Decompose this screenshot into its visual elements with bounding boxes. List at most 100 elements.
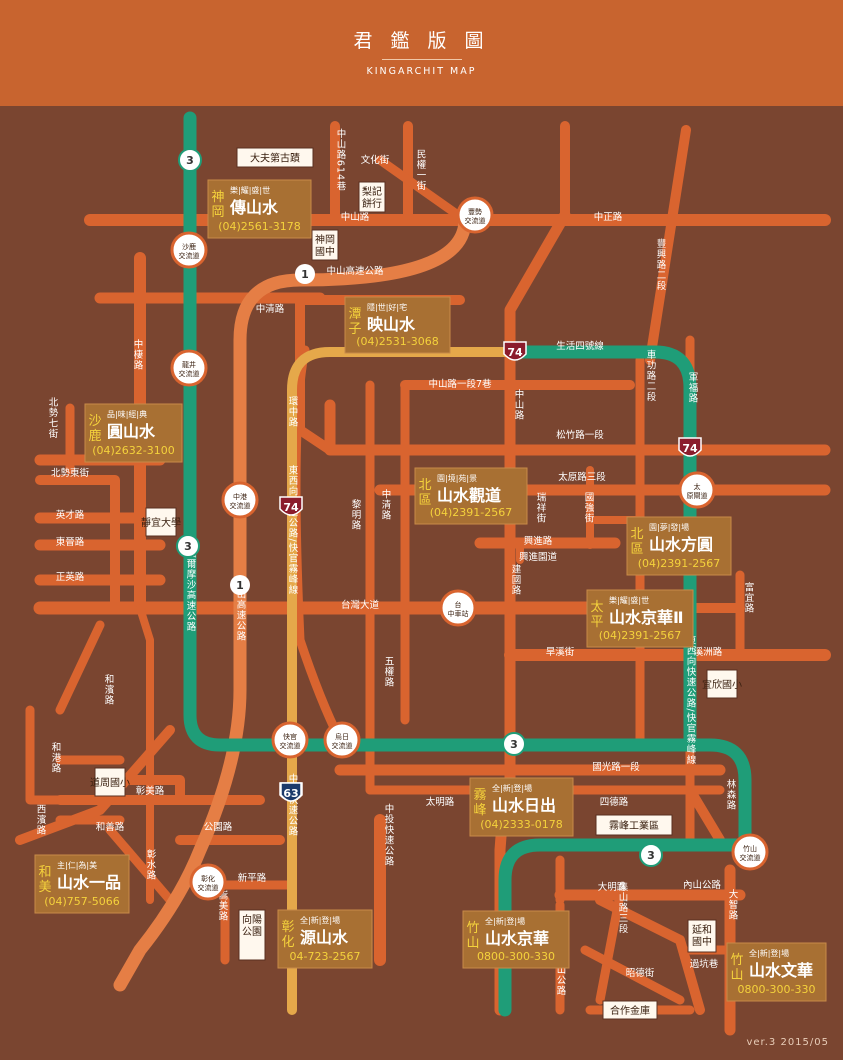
landmark-label: 靜宜大學 [141,516,181,529]
highway-shield [280,782,302,802]
listing-area: 竹 [466,921,479,936]
listing-area: 霧 [473,788,486,803]
listing-area: 竹 [730,953,743,968]
listing-phone: (04)2391-2567 [430,506,513,519]
route-badge: 74 [503,341,527,361]
route-badge: 3 [176,534,200,558]
road-segment [504,209,571,366]
route-badge: 3 [502,732,526,756]
landmark-label: 延和 [692,924,712,936]
road-label: 大智路 [727,889,739,921]
listing-tag: 隱|世|好|宅 [367,302,407,312]
landmark: 合作金庫 [602,1000,658,1020]
road-label: 中山高速公路 [235,578,247,642]
road-label: 文化街 [361,154,390,166]
road-label: 旱溪街 [546,646,575,658]
listing-area: 沙 [88,414,101,429]
landmark-box [706,669,738,699]
landmark-label: 國中 [315,245,335,258]
interchange: 台中車站 [439,589,477,627]
road-label: 新平路 [238,872,267,884]
listing-area: 山 [466,936,479,951]
listing-tag: 園|境|苑|景 [437,473,477,483]
listing-area: 區 [630,542,643,557]
route-number: 74 [507,346,523,359]
road-segment [113,213,472,992]
highway-74 [287,347,520,1015]
listing-name: 山水一品 [57,873,121,892]
freeway-shield [176,534,200,558]
landmark: 宜欣國小 [702,669,742,699]
listing-phone: 04-723-2567 [290,950,361,963]
road-label: 中投快速公路 [383,803,395,867]
listings: 神岡樂|耀|盛|世傳山水(04)2561-3178潭子隱|世|好|宅映山水(04… [34,179,827,1002]
road-segment [595,895,705,1015]
route-badge: 74 [678,437,702,457]
road-label: 太明路 [426,796,455,808]
interchange-label: 沙鹿交流道 [179,242,200,260]
route-number: 74 [682,442,698,455]
listing-phone: (04)2333-0178 [480,818,563,831]
header: 君 鑑 版 圖 KINGARCHIT MAP [0,0,843,106]
road-label: 公園路 [204,821,233,833]
road-label: 嵩美路 [217,890,229,922]
landmark: 靜宜大學 [141,507,181,537]
road-label: 內山公路 [683,879,722,891]
listing-card-bg [469,777,574,837]
listing-name: 源山水 [300,928,349,947]
listing-name: 山水觀道 [437,486,501,505]
interchange: 竹山交流道 [731,833,769,871]
route-number: 3 [184,540,192,553]
road-segment [645,125,691,365]
interchange-circle [678,471,716,509]
road-label: 中棲路 [132,339,144,371]
road-label: 松竹路一段 [556,429,604,441]
listing-area: 潭 [348,307,361,322]
landmark-label: 霧峰工業區 [609,819,659,832]
road-segment [324,399,831,456]
landmark-box [236,147,314,168]
freeway-shield [639,843,663,867]
landmark-box [358,181,386,213]
interchange-label: 竹山交流道 [740,844,761,862]
road-segment [291,345,345,745]
freeway-shield [502,732,526,756]
listing-tag: 全|新|登|場 [749,948,789,958]
title-divider [382,59,462,60]
road-label: 瑞祥街 [535,492,547,524]
road-segment [25,705,65,805]
listing-area: 太 [590,600,603,615]
road-label: 國光路一段 [592,761,640,773]
interchange-circle [189,863,227,901]
listing-phone: 0800-300-330 [477,950,555,963]
listing-phone: (04)2391-2567 [638,557,721,570]
landmark-label: 大夫第古蹟 [250,152,300,165]
road-label: 溪洲路 [694,646,723,658]
road-label: 中山路一段7巷 [428,378,492,390]
road-label: 中清路 [256,303,285,315]
road-label: 中山高速公路 [326,265,384,277]
freeway-3 [183,111,752,852]
road-label: 興進園道 [519,551,558,563]
route-badge: 63 [279,782,303,802]
interchange-label: 台中車站 [448,600,469,618]
route-number: 1 [236,579,244,592]
listing-tag: 樂|耀|盛|世 [230,185,270,195]
road-label: 民權一街 [415,149,427,191]
road-label: 國強街 [583,492,595,524]
road-label: 黎明路 [350,499,362,531]
listing-area: 區 [418,493,431,508]
road-label: 集山路三段 [617,881,629,934]
road-label: 中彰快速公路 [287,773,299,837]
listing-card-bg [462,910,570,969]
listing-phone: (04)2632-3100 [92,444,175,457]
highway-shield [678,437,702,457]
interchanges: 豐勢交流道沙鹿交流道龍井交流道中港交流道大雅交流道台中車站快官交流道烏日交流道彰… [170,196,769,901]
listing-name: 山水文華 [749,961,813,980]
